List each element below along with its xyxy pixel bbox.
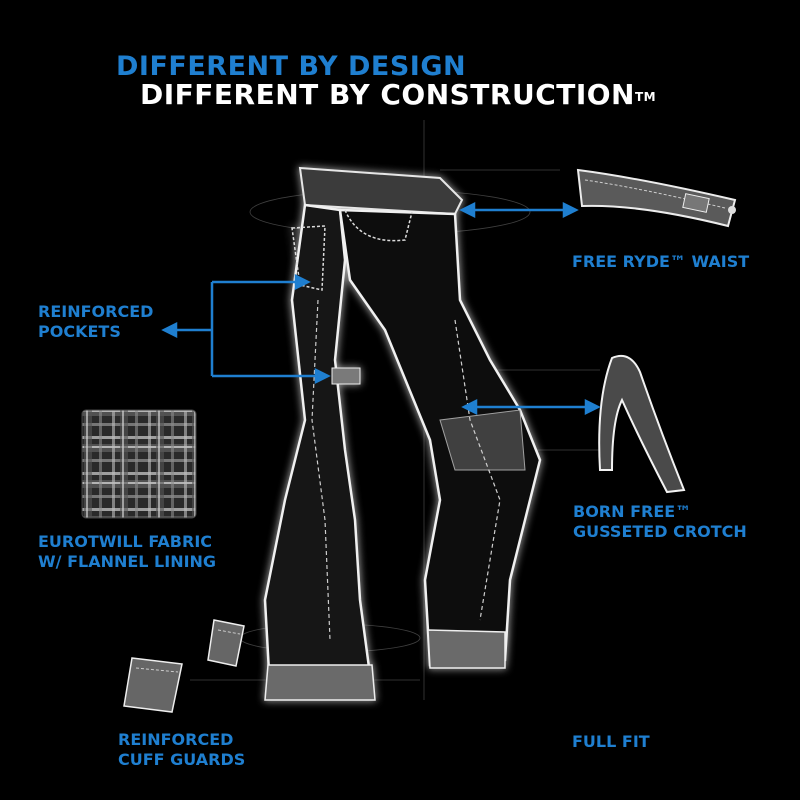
trademark-mark: TM xyxy=(635,90,657,104)
label-reinforced-cuff-guards: REINFORCED CUFF GUARDS xyxy=(118,730,245,770)
plaid-swatch-icon xyxy=(81,409,197,519)
label-pockets-line2: POCKETS xyxy=(38,322,121,341)
headline-design: DIFFERENT BY DESIGN xyxy=(116,51,467,82)
label-pockets-line1: REINFORCED xyxy=(38,302,154,321)
label-eurotwill-fabric: EUROTWILL FABRIC W/ FLANNEL LINING xyxy=(38,532,216,572)
cuff-guard-icon xyxy=(123,619,245,713)
headline-construction-text: DIFFERENT BY CONSTRUCTION xyxy=(140,78,635,111)
label-fabric-line2: W/ FLANNEL LINING xyxy=(38,552,217,571)
label-fabric-line1: EUROTWILL FABRIC xyxy=(38,532,213,551)
label-crotch-line1: BORN FREE™ xyxy=(573,502,692,521)
label-full-fit: FULL FIT xyxy=(572,732,650,751)
label-gusseted-crotch: BORN FREE™ GUSSETED CROTCH xyxy=(573,502,747,542)
callout-arrows xyxy=(161,201,601,416)
label-free-ryde-waist: FREE RYDE™ WAIST xyxy=(572,252,750,271)
headline-construction: DIFFERENT BY CONSTRUCTIONTM xyxy=(140,80,656,110)
label-cuff-line1: REINFORCED xyxy=(118,730,234,749)
label-cuff-line2: CUFF GUARDS xyxy=(118,750,246,769)
gusset-icon xyxy=(598,354,686,494)
waistband-icon xyxy=(576,168,737,228)
label-reinforced-pockets: REINFORCED POCKETS xyxy=(38,302,153,342)
jeans-sketch-icon xyxy=(263,166,542,701)
label-crotch-line2: GUSSETED CROTCH xyxy=(573,522,747,541)
